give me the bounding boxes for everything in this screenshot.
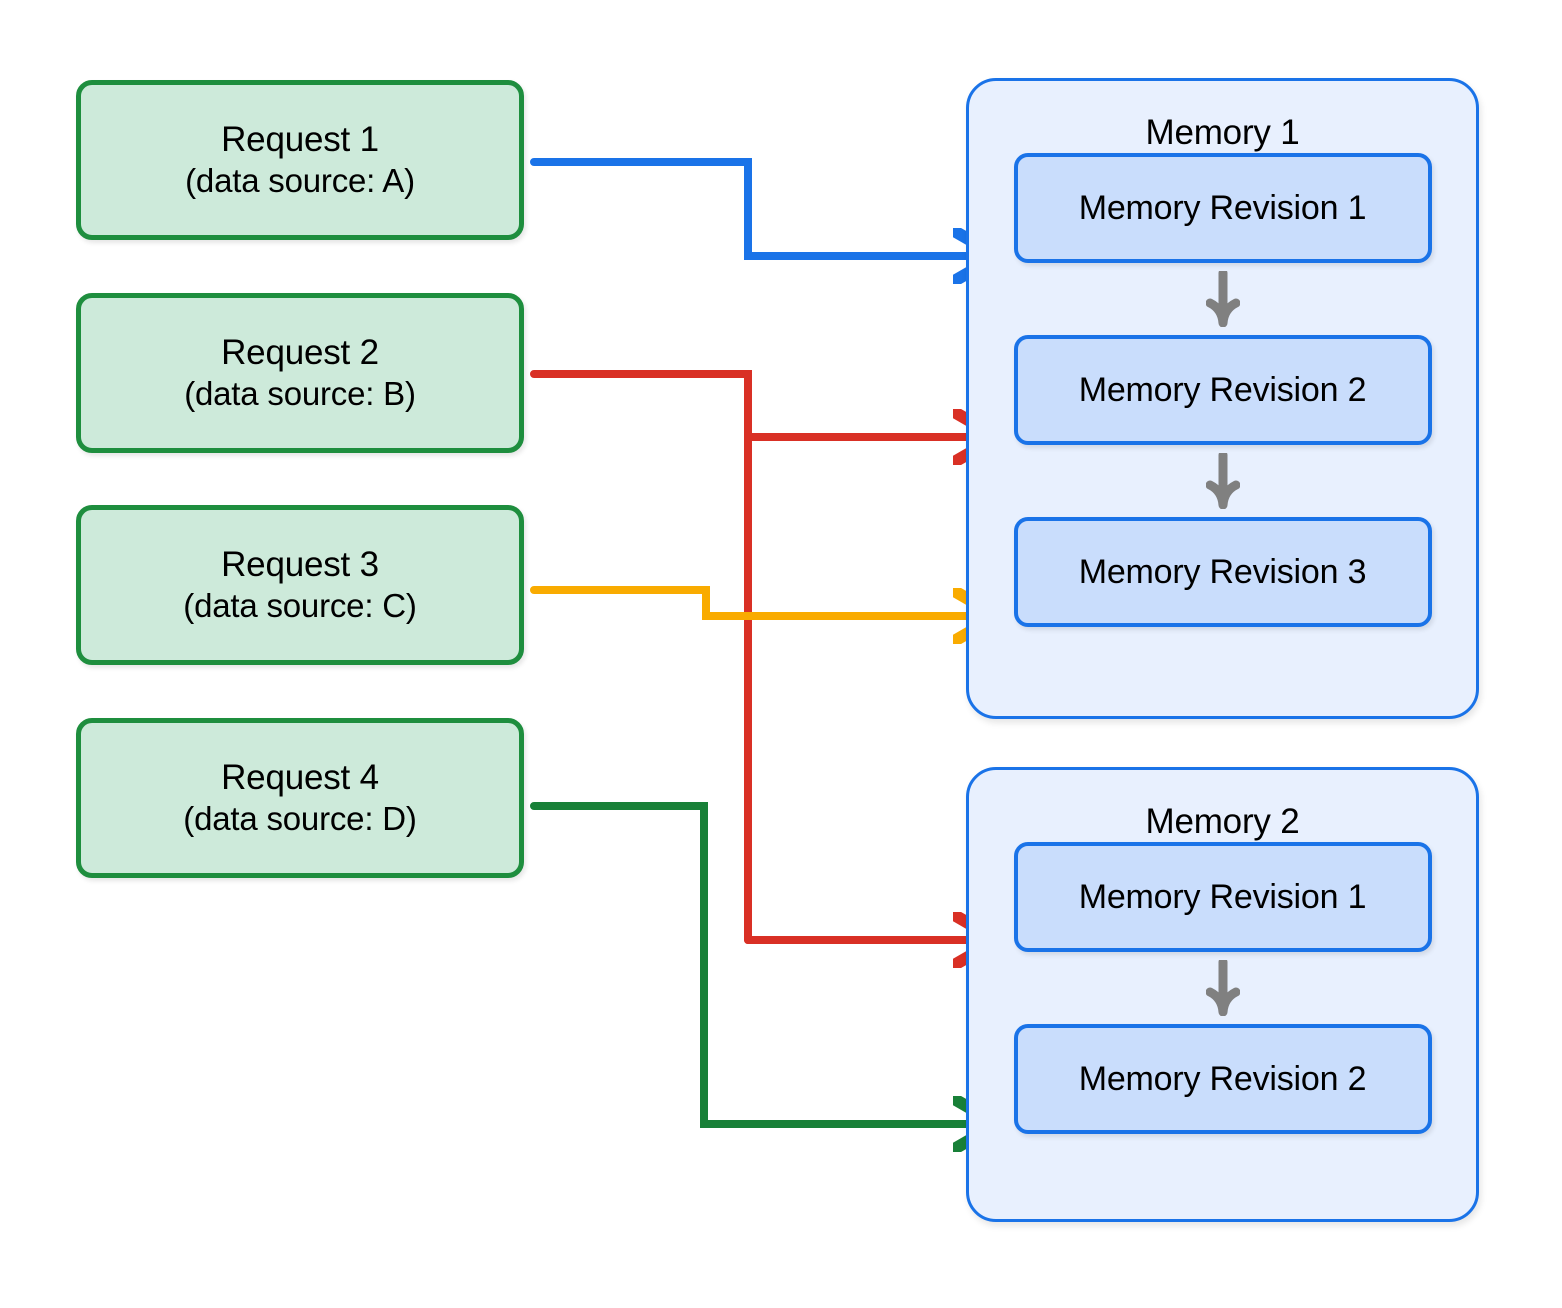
memory-container-2[interactable]: Memory 2 Memory Revision 1 Memory Revisi… (966, 767, 1479, 1222)
memory-1-revision-1[interactable]: Memory Revision 1 (1013, 153, 1432, 263)
connector-request3-to-memory1-revision3 (530, 586, 988, 616)
request-box-1[interactable]: Request 1 (data source: A) (76, 80, 524, 240)
request-1-title: Request 1 (221, 120, 379, 160)
connector-request4-to-memory2-revision2 (530, 802, 988, 1124)
request-box-3[interactable]: Request 3 (data source: C) (76, 505, 524, 665)
request-4-subtitle: (data source: D) (183, 799, 417, 837)
request-1-subtitle: (data source: A) (185, 161, 415, 199)
revision-flow-arrow-icon (1014, 445, 1432, 517)
request-box-4[interactable]: Request 4 (data source: D) (76, 718, 524, 878)
memory-container-1[interactable]: Memory 1 Memory Revision 1 Memory Revisi… (966, 78, 1479, 719)
memory-1-revision-3[interactable]: Memory Revision 3 (1013, 517, 1432, 627)
request-2-subtitle: (data source: B) (184, 374, 416, 412)
memory-2-revision-1[interactable]: Memory Revision 1 (1013, 842, 1432, 952)
request-4-title: Request 4 (221, 758, 379, 798)
memory-1-revision-list: Memory Revision 1 Memory Revision 2 Memo… (1013, 153, 1432, 627)
connector-request2-trunk (530, 370, 752, 944)
memory-1-revision-2[interactable]: Memory Revision 2 (1013, 335, 1432, 445)
request-3-subtitle: (data source: C) (183, 586, 417, 624)
memory-2-title: Memory 2 (1145, 802, 1300, 841)
request-2-title: Request 2 (221, 333, 379, 373)
revision-flow-arrow-icon (1014, 263, 1432, 335)
revision-flow-arrow-icon (1014, 952, 1432, 1024)
request-box-2[interactable]: Request 2 (data source: B) (76, 293, 524, 453)
memory-2-revision-2[interactable]: Memory Revision 2 (1013, 1024, 1432, 1134)
memory-1-title: Memory 1 (1145, 113, 1300, 152)
request-3-title: Request 3 (221, 545, 379, 585)
connector-request1-to-memory1-revision1 (530, 158, 988, 256)
memory-2-revision-list: Memory Revision 1 Memory Revision 2 (1013, 842, 1432, 1134)
